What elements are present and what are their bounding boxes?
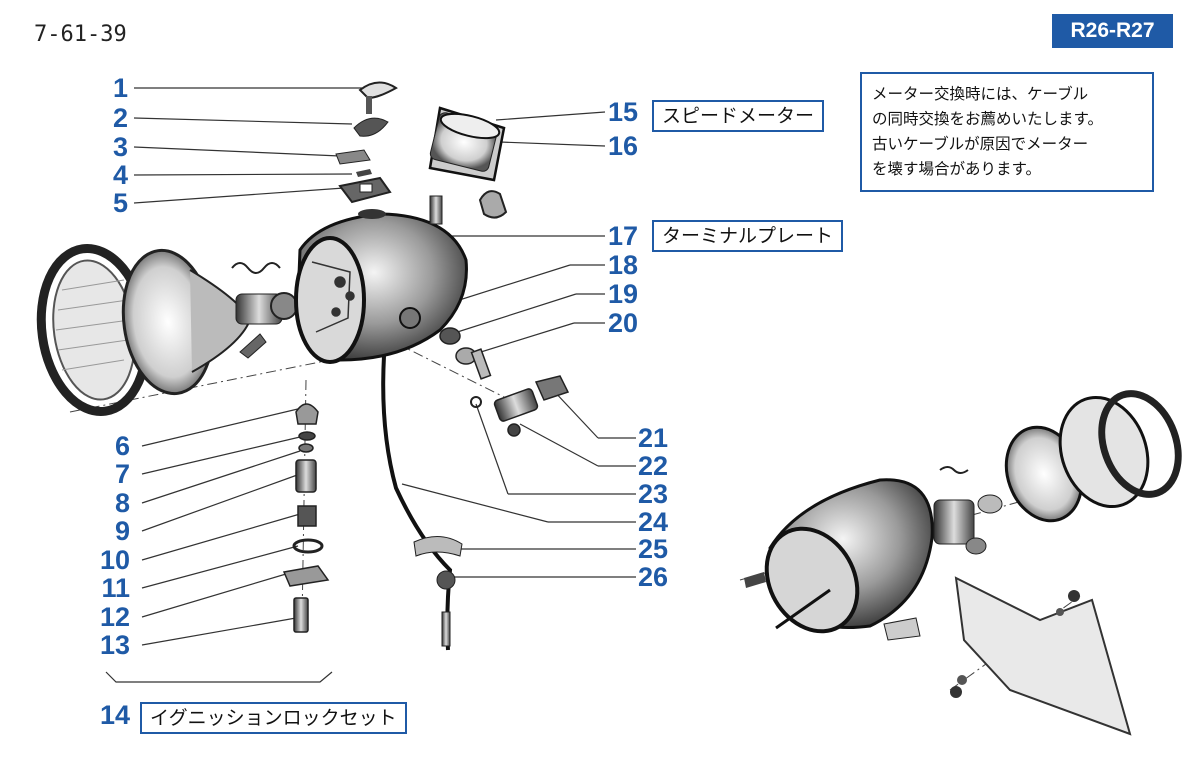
headlight-reflector [121, 248, 298, 396]
license-plate-bracket [950, 576, 1132, 736]
callout-25: 25 [638, 534, 669, 564]
retaining-clip [239, 333, 267, 359]
switch-parts [439, 327, 570, 437]
ignition-key-parts [335, 81, 398, 204]
callout-11: 11 [101, 573, 130, 603]
callout-22: 22 [638, 451, 669, 481]
page-code: 7-61-39 [34, 22, 127, 47]
model-badge: R26-R27 [1052, 14, 1173, 48]
alt-headlight-assembly [744, 390, 1182, 641]
leader-lines-left [133, 87, 362, 646]
note-line: を壊す場合があります。 [872, 160, 1041, 178]
terminal-plate-part [478, 190, 508, 219]
headlight-shell [294, 209, 468, 364]
cable-replacement-note: メーター交換時には、ケーブル の同時交換をお薦めいたします。 古いケーブルが原因… [860, 72, 1154, 192]
callout-26: 26 [638, 562, 669, 592]
speedometer-cable [381, 355, 463, 651]
callout-16: 16 [608, 131, 639, 161]
callout-4: 4 [112, 160, 128, 190]
callout-1: 1 [112, 73, 128, 103]
callout-20: 20 [608, 308, 639, 338]
callout-9: 9 [114, 516, 130, 546]
label-terminal-plate: ターミナルプレート [652, 220, 844, 252]
callout-8: 8 [114, 488, 130, 518]
callout-14: 14 [99, 700, 130, 730]
callout-21: 21 [638, 423, 669, 453]
callout-19: 19 [608, 279, 639, 309]
label-ignition-lock-set: イグニッションロックセット [140, 702, 407, 734]
callout-17: 17 [608, 221, 639, 251]
callout-5: 5 [112, 188, 128, 218]
callout-7: 7 [114, 459, 130, 489]
leader-lines-right [401, 111, 636, 578]
callout-12: 12 [99, 602, 130, 632]
ignition-bracket [105, 671, 333, 683]
callout-24: 24 [638, 507, 669, 537]
callout-6: 6 [114, 431, 130, 461]
callout-3: 3 [112, 132, 128, 162]
retaining-spring [231, 262, 281, 274]
callout-15: 15 [608, 97, 639, 127]
callout-2: 2 [112, 103, 128, 133]
note-line: メーター交換時には、ケーブル [872, 85, 1089, 103]
note-line: 古いケーブルが原因でメーター [872, 135, 1089, 153]
speedometer-illustration [428, 106, 506, 225]
callout-18: 18 [608, 250, 639, 280]
callout-10: 10 [99, 545, 130, 575]
callout-23: 23 [638, 479, 669, 509]
note-line: の同時交換をお薦めいたします。 [872, 110, 1103, 128]
label-speedometer: スピードメーター [652, 100, 825, 132]
callout-13: 13 [99, 630, 130, 660]
ignition-lock-stack [282, 403, 330, 633]
